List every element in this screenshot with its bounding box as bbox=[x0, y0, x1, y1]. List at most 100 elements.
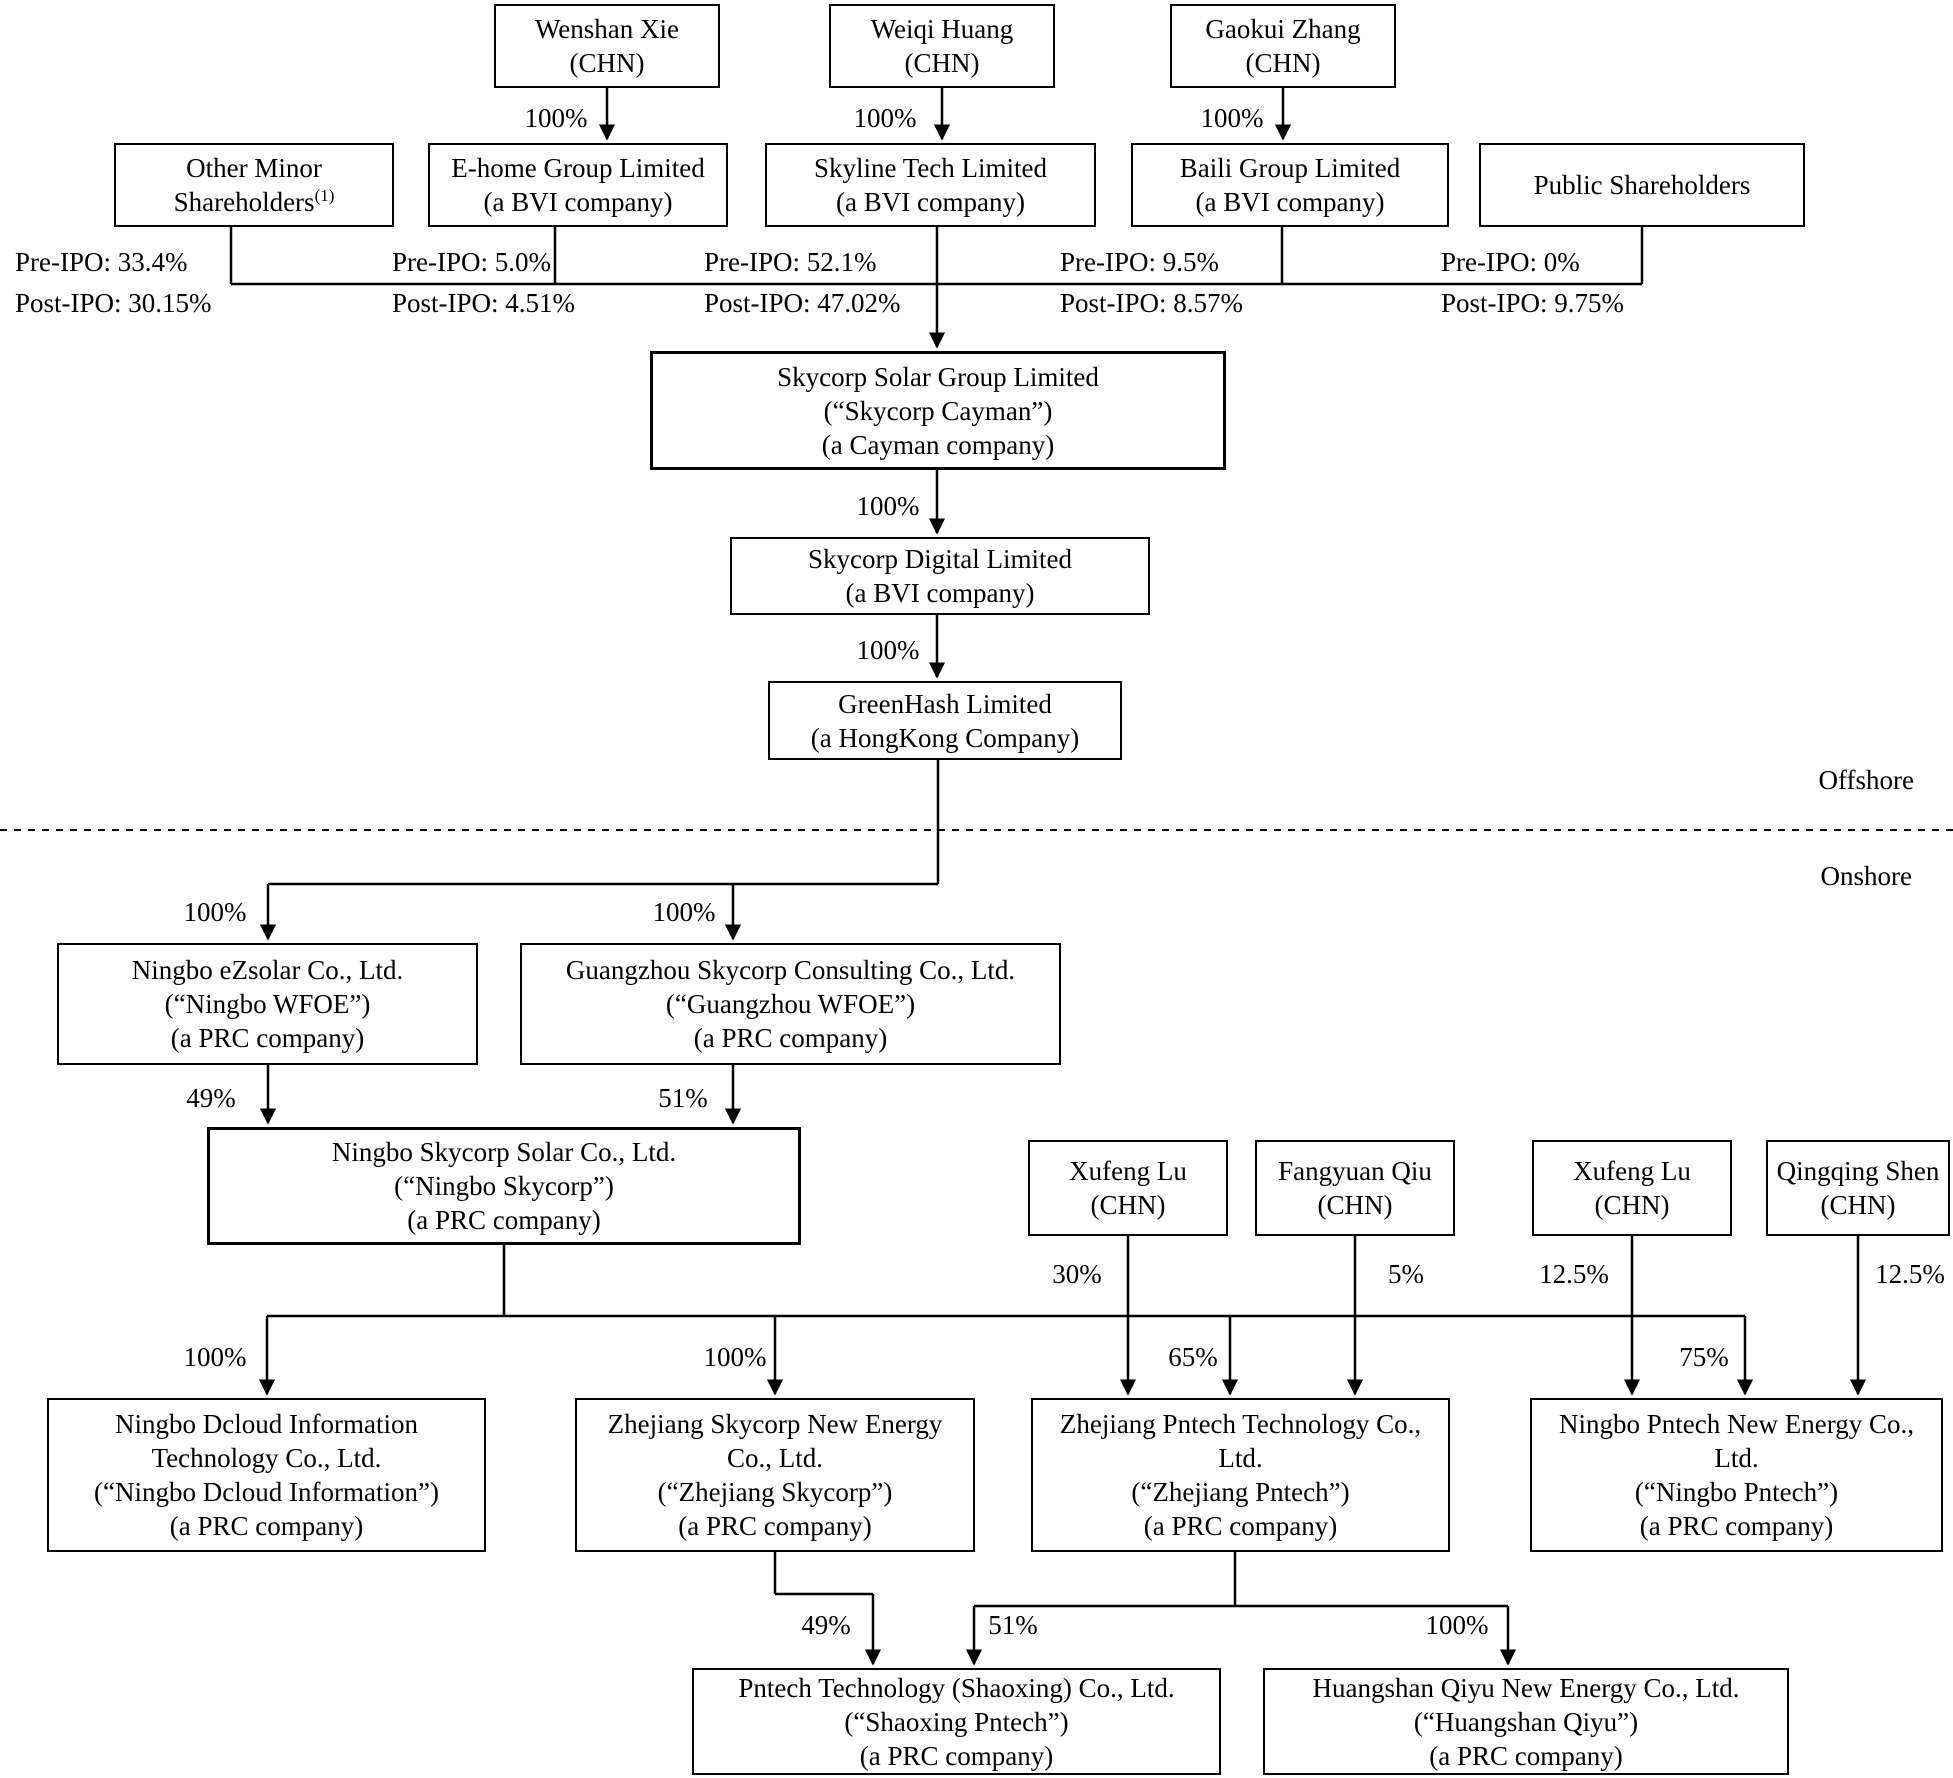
pct-ns-dcloud: 100% bbox=[183, 1342, 247, 1372]
pct-zhpntech-shaoxing: 51% bbox=[988, 1610, 1038, 1640]
node-ningbo-dcloud: Ningbo Dcloud Information Technology Co.… bbox=[47, 1398, 486, 1552]
node-label: (a PRC company) bbox=[1429, 1740, 1623, 1771]
node-label: (“Ningbo Dcloud Information”) bbox=[94, 1477, 439, 1507]
node-label: (“Ningbo Skycorp”) bbox=[394, 1171, 614, 1201]
pct-weiqi-skyline: 100% bbox=[853, 103, 917, 133]
node-label: (“Zhejiang Skycorp”) bbox=[657, 1477, 893, 1507]
node-label: Gaokui Zhang bbox=[1205, 14, 1361, 44]
node-label: Skyline Tech Limited bbox=[813, 153, 1048, 183]
node-label: Wenshan Xie bbox=[534, 14, 680, 44]
node-guangzhou-wfoe: Guangzhou Skycorp Consulting Co., Ltd. (… bbox=[520, 943, 1061, 1065]
node-label: (a PRC company) bbox=[678, 1511, 872, 1541]
node-qingqing-shen: Qingqing Shen (CHN) bbox=[1766, 1140, 1950, 1236]
node-label: Guangzhou Skycorp Consulting Co., Ltd. bbox=[565, 955, 1016, 985]
node-label: Skycorp Solar Group Limited bbox=[777, 361, 1099, 392]
node-label: (CHN) bbox=[1317, 1190, 1393, 1220]
node-label: (CHN) bbox=[1245, 48, 1321, 78]
node-label: Fangyuan Qiu bbox=[1278, 1156, 1432, 1186]
pre-ipo-ehome: Pre-IPO: 5.0% bbox=[392, 247, 551, 277]
pct-wenshan-ehome: 100% bbox=[524, 103, 588, 133]
node-label: (a PRC company) bbox=[1143, 1511, 1338, 1541]
node-label: Ltd. bbox=[1714, 1443, 1759, 1473]
pct-zhpntech-huangshan: 100% bbox=[1425, 1610, 1489, 1640]
node-label: (a PRC company) bbox=[693, 1023, 888, 1053]
node-label: GreenHash Limited bbox=[838, 688, 1052, 719]
node-xufeng-lu-2: Xufeng Lu (CHN) bbox=[1532, 1140, 1732, 1236]
node-label: (CHN) bbox=[569, 48, 645, 78]
post-ipo-ehome: Post-IPO: 4.51% bbox=[392, 288, 576, 318]
node-ningbo-pntech: Ningbo Pntech New Energy Co., Ltd. (“Nin… bbox=[1530, 1398, 1943, 1552]
node-label: (a BVI company) bbox=[845, 578, 1035, 608]
node-ningbo-wfoe: Ningbo eZsolar Co., Ltd. (“Ningbo WFOE”)… bbox=[57, 943, 478, 1065]
node-public-shareholders: Public Shareholders bbox=[1479, 143, 1805, 227]
node-label: Huangshan Qiyu New Energy Co., Ltd. bbox=[1312, 1672, 1740, 1703]
node-label: Ningbo Dcloud Information bbox=[115, 1409, 418, 1439]
node-skycorp-digital: Skycorp Digital Limited (a BVI company) bbox=[730, 537, 1150, 615]
node-label: Zhejiang Pntech Technology Co., bbox=[1059, 1409, 1422, 1439]
node-zhejiang-pntech: Zhejiang Pntech Technology Co., Ltd. (“Z… bbox=[1031, 1398, 1450, 1552]
onshore-label: Onshore bbox=[1820, 861, 1912, 891]
pct-greenhash-ningbo-wfoe: 100% bbox=[183, 897, 247, 927]
node-label: (CHN) bbox=[1090, 1190, 1166, 1220]
pct-xufeng1-zhpntech: 30% bbox=[1052, 1259, 1102, 1289]
node-label: Public Shareholders bbox=[1533, 170, 1751, 200]
node-label: (a Cayman company) bbox=[821, 429, 1055, 460]
node-label: (a PRC company) bbox=[169, 1511, 364, 1541]
node-zhejiang-skycorp: Zhejiang Skycorp New Energy Co., Ltd. (“… bbox=[575, 1398, 975, 1552]
node-ningbo-skycorp: Ningbo Skycorp Solar Co., Ltd. (“Ningbo … bbox=[207, 1127, 801, 1245]
node-fangyuan-qiu: Fangyuan Qiu (CHN) bbox=[1255, 1140, 1455, 1236]
node-label: E-home Group Limited bbox=[451, 153, 705, 183]
node-label: Weiqi Huang bbox=[870, 14, 1014, 44]
node-label: (“Guangzhou WFOE”) bbox=[665, 989, 916, 1019]
node-ehome-group: E-home Group Limited (a BVI company) bbox=[428, 143, 728, 227]
node-baili-group: Baili Group Limited (a BVI company) bbox=[1131, 143, 1449, 227]
pct-gaokui-baili: 100% bbox=[1200, 103, 1264, 133]
node-label: Other Minor bbox=[186, 153, 322, 183]
node-huangshan-qiyu: Huangshan Qiyu New Energy Co., Ltd. (“Hu… bbox=[1263, 1668, 1789, 1775]
node-label: Technology Co., Ltd. bbox=[151, 1443, 382, 1473]
node-label: Shareholders(1) bbox=[173, 186, 335, 217]
node-label: Ningbo Skycorp Solar Co., Ltd. bbox=[331, 1137, 677, 1167]
post-ipo-baili: Post-IPO: 8.57% bbox=[1060, 288, 1244, 318]
node-label: (a BVI company) bbox=[836, 187, 1025, 217]
pct-ns-nbpntech: 75% bbox=[1679, 1342, 1729, 1372]
pct-ns-zhskycorp: 100% bbox=[703, 1342, 767, 1372]
node-xufeng-lu-1: Xufeng Lu (CHN) bbox=[1028, 1140, 1228, 1236]
node-label: (a BVI company) bbox=[1195, 187, 1385, 217]
pre-ipo-baili: Pre-IPO: 9.5% bbox=[1060, 247, 1219, 277]
node-label: Xufeng Lu bbox=[1069, 1156, 1187, 1186]
node-label: (a PRC company) bbox=[859, 1740, 1054, 1771]
node-label: Co., Ltd. bbox=[726, 1443, 823, 1473]
node-label: Zhejiang Skycorp New Energy bbox=[607, 1409, 943, 1439]
offshore-label: Offshore bbox=[1818, 765, 1914, 795]
pct-greenhash-guangzhou-wfoe: 100% bbox=[652, 897, 716, 927]
pct-fangyuan-zhpntech: 5% bbox=[1388, 1259, 1424, 1289]
node-label: Xufeng Lu bbox=[1573, 1156, 1691, 1186]
pre-ipo-skyline: Pre-IPO: 52.1% bbox=[704, 247, 877, 277]
pct-qingqing-nbpntech: 12.5% bbox=[1875, 1259, 1945, 1289]
node-label: (“Shaoxing Pntech”) bbox=[844, 1706, 1069, 1737]
node-label: (“Ningbo Pntech”) bbox=[1634, 1477, 1839, 1507]
footnote-marker: (1) bbox=[314, 186, 335, 205]
node-label: Ltd. bbox=[1218, 1443, 1263, 1473]
node-label: Ningbo eZsolar Co., Ltd. bbox=[131, 955, 404, 985]
node-skycorp-cayman: Skycorp Solar Group Limited (“Skycorp Ca… bbox=[650, 351, 1226, 470]
pct-guangzhou-wfoe-ns: 51% bbox=[658, 1083, 708, 1113]
node-skyline-tech: Skyline Tech Limited (a BVI company) bbox=[765, 143, 1096, 227]
node-label: (CHN) bbox=[1594, 1190, 1670, 1220]
node-label: (a PRC company) bbox=[170, 1023, 365, 1053]
node-label: (“Skycorp Cayman”) bbox=[823, 395, 1053, 426]
node-label: Skycorp Digital Limited bbox=[808, 544, 1072, 574]
node-shaoxing-pntech: Pntech Technology (Shaoxing) Co., Ltd. (… bbox=[692, 1668, 1221, 1775]
post-ipo-public: Post-IPO: 9.75% bbox=[1441, 288, 1625, 318]
pct-zhskycorp-shaoxing: 49% bbox=[801, 1610, 851, 1640]
node-label: Pntech Technology (Shaoxing) Co., Ltd. bbox=[738, 1672, 1175, 1703]
node-label: Ningbo Pntech New Energy Co., bbox=[1559, 1409, 1914, 1439]
node-label: (a PRC company) bbox=[407, 1205, 601, 1235]
pct-ningbo-wfoe-ns: 49% bbox=[186, 1083, 236, 1113]
node-label: (a HongKong Company) bbox=[810, 722, 1080, 753]
node-label: (a PRC company) bbox=[1639, 1511, 1834, 1541]
node-wenshan-xie: Wenshan Xie (CHN) bbox=[494, 4, 720, 88]
